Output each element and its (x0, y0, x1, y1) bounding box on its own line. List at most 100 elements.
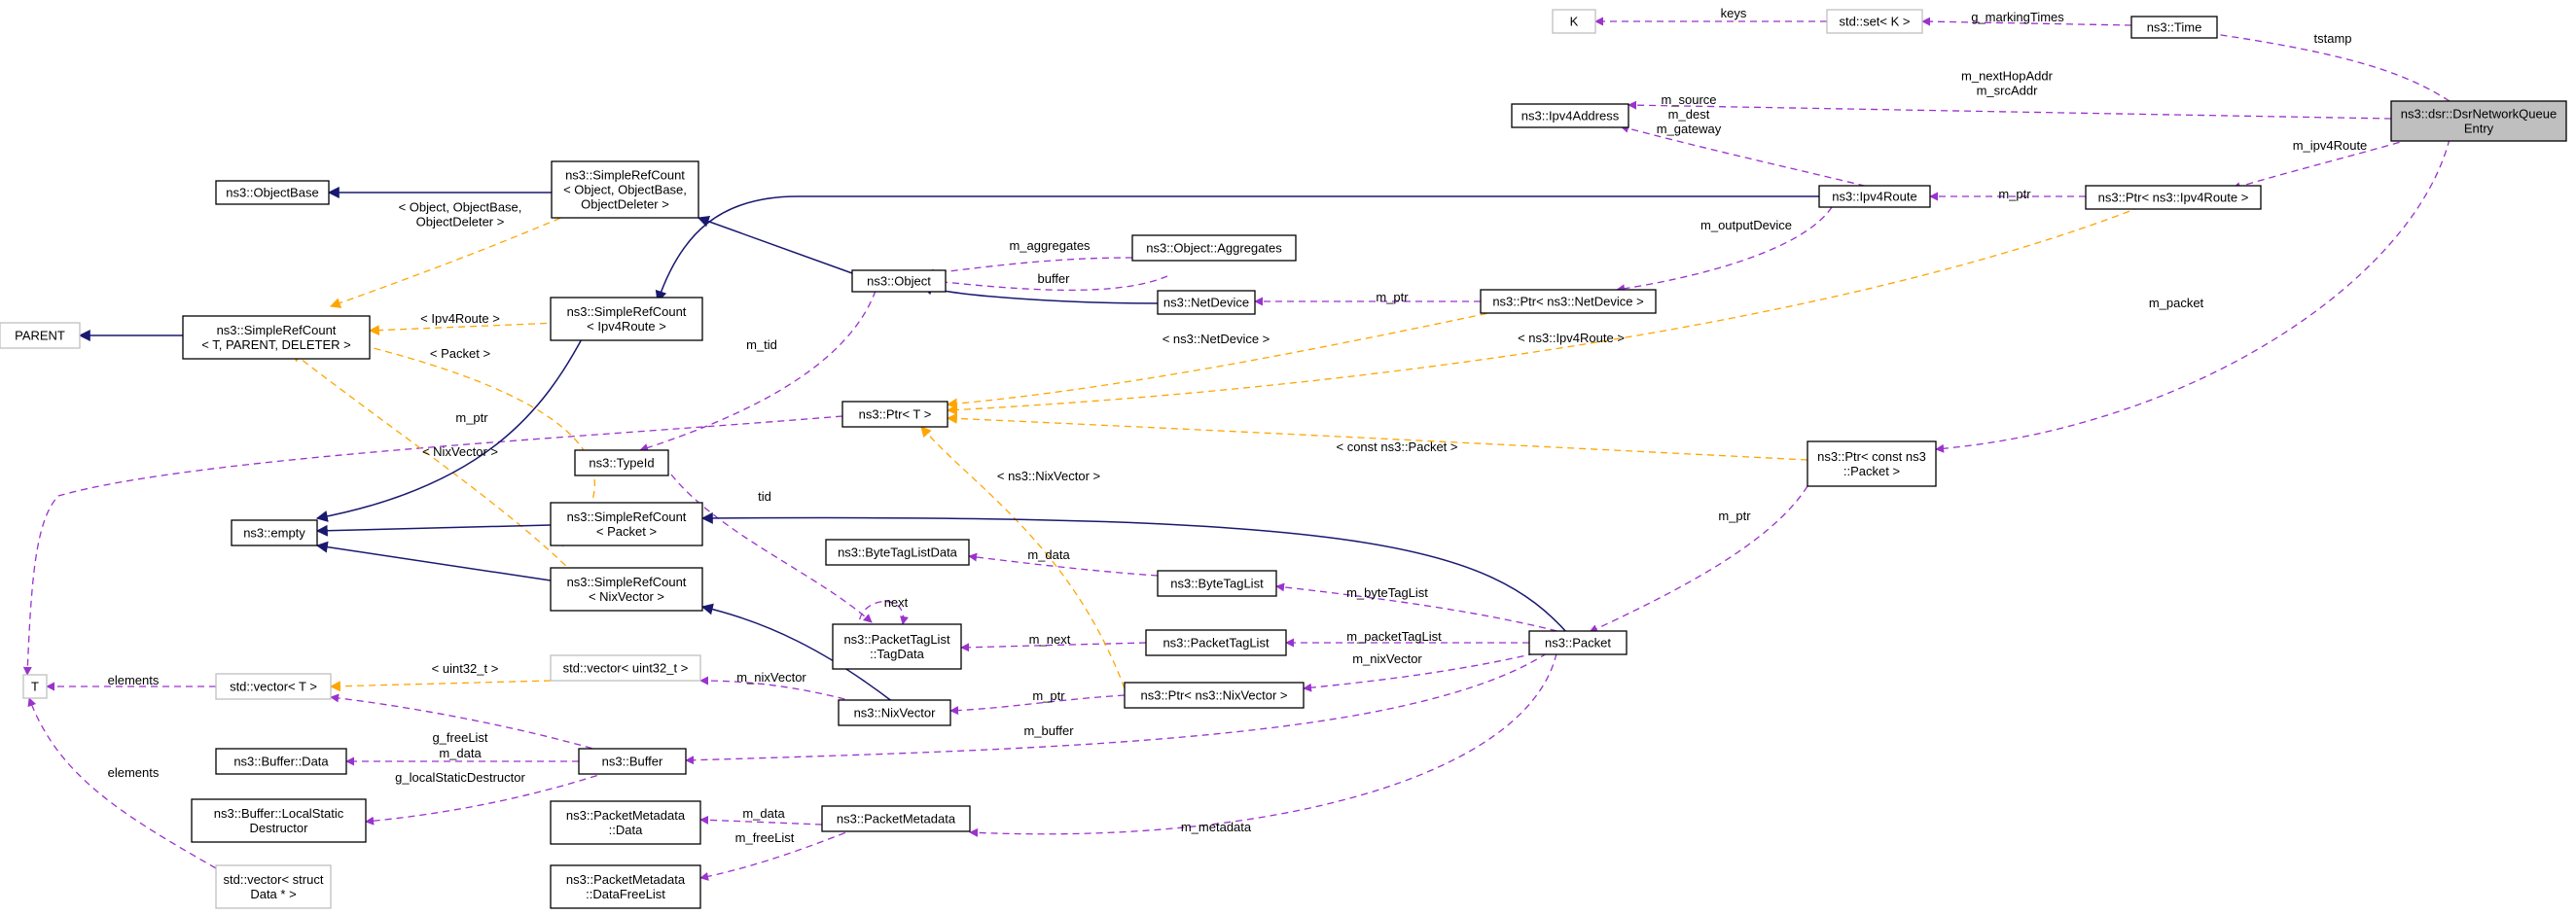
class-node-src-ipv4route[interactable]: ns3::SimpleRefCount< Ipv4Route > (550, 297, 703, 341)
class-node-src-nixvector[interactable]: ns3::SimpleRefCount< NixVector > (550, 567, 703, 612)
class-node-label-line-2: ::TagData (870, 647, 924, 661)
class-node-label: K (1570, 15, 1579, 29)
edge-label-m-data-btl: m_data (1027, 547, 1070, 562)
edge-label-m-packettaglist: m_packetTagList (1346, 629, 1442, 644)
class-node-ipv4route[interactable]: ns3::Ipv4Route (1818, 185, 1931, 208)
edge-label-m-nixvector-b: m_nixVector (1352, 651, 1422, 666)
class-node-box (821, 805, 971, 832)
class-node-box (1528, 630, 1628, 655)
class-node-box (215, 180, 330, 205)
class-node-label: ns3::empty (243, 526, 305, 541)
edge-label-keys: keys (1721, 6, 1747, 20)
class-node-buffer[interactable]: ns3::Buffer (578, 748, 687, 775)
edge-label-tstamp: tstamp (2313, 31, 2351, 46)
class-node-label-line-2: Data * > (250, 887, 296, 901)
class-node-bufferdata[interactable]: ns3::Buffer::Data (215, 748, 347, 775)
class-node-box (231, 519, 318, 546)
class-node-label-line-1: std::vector< struct (224, 872, 324, 887)
edge-label-tid: tid (758, 489, 771, 504)
edge-label-tpl-netdevice: < ns3::NetDevice > (1163, 332, 1270, 346)
class-node-ptrnixvector[interactable]: ns3::Ptr< ns3::NixVector > (1124, 682, 1305, 709)
class-node-src-packet[interactable]: ns3::SimpleRefCount< Packet > (550, 502, 703, 546)
class-node-k[interactable]: K (1552, 9, 1596, 34)
class-node-stdset[interactable]: std::set< K > (1826, 9, 1923, 34)
edge-label-m-packet: m_packet (2149, 296, 2204, 310)
class-node-box (574, 449, 669, 476)
class-node-box (22, 674, 48, 699)
class-node-label: ns3::PacketMetadata (837, 812, 956, 826)
class-node-aggregates[interactable]: ns3::Object::Aggregates (1131, 234, 1297, 262)
class-node-pmdata[interactable]: ns3::PacketMetadata::Data (550, 800, 701, 845)
edge-label-m-data-pm: m_data (742, 806, 785, 821)
class-node-label: ns3::Time (2147, 20, 2202, 35)
class-node-stdvector-t[interactable]: std::vector< T > (215, 673, 332, 700)
edge-tpl-packet (348, 338, 595, 547)
edge-buffer-to-bufferlsd (365, 771, 609, 826)
class-node-src-t[interactable]: ns3::SimpleRefCount< T, PARENT, DELETER … (182, 315, 371, 360)
class-node-tagdata[interactable]: ns3::PacketTagList::TagData (832, 623, 962, 670)
class-node-nixvector[interactable]: ns3::NixVector (838, 699, 951, 726)
class-node-time[interactable]: ns3::Time (2130, 16, 2218, 39)
class-node-label: ns3::Buffer (602, 755, 663, 769)
class-node-label: ns3::ByteTagListData (838, 545, 958, 560)
class-node-ipv4address[interactable]: ns3::Ipv4Address (1511, 103, 1629, 128)
class-node-pmfreelist[interactable]: ns3::PacketMetadata::DataFreeList (550, 864, 701, 909)
class-node-label-line-1: ns3::Ptr< const ns3 (1817, 449, 1926, 464)
class-node-packettaglist[interactable]: ns3::PacketTagList (1145, 629, 1287, 656)
class-node-typeid[interactable]: ns3::TypeId (574, 449, 669, 476)
class-node-label-line-2: < Packet > (596, 524, 657, 539)
class-node-label-line-1: ns3::SimpleRefCount (565, 168, 685, 183)
class-node-ptripv4route[interactable]: ns3::Ptr< ns3::Ipv4Route > (2085, 185, 2262, 210)
class-node-label-line-1: ns3::Buffer::LocalStatic (214, 806, 344, 821)
class-node-label-line-1: ns3::dsr::DsrNetworkQueue (2401, 107, 2557, 122)
edge-ipv4route-to-src-ipv4route (655, 195, 1819, 303)
edge-label-m-outputdevice: m_outputDevice (1700, 218, 1792, 232)
edge-nixvector-to-src-nixvector (700, 603, 894, 703)
edge-label-m-aggregates: m_aggregates (1009, 238, 1091, 253)
edge-label-tpl-object-line-1: < Object, ObjectBase, (399, 200, 522, 215)
class-node-src-obj[interactable]: ns3::SimpleRefCount< Object, ObjectBase,… (551, 160, 699, 219)
class-node-bytetaglistdata[interactable]: ns3::ByteTagListData (825, 539, 970, 566)
class-node-box (1131, 234, 1297, 262)
edge-ptrt-to-t (22, 415, 843, 676)
class-node-packetmetadata[interactable]: ns3::PacketMetadata (821, 805, 971, 832)
class-node-empty[interactable]: ns3::empty (231, 519, 318, 546)
class-node-ptrt[interactable]: ns3::Ptr< T > (841, 401, 948, 428)
class-node-box (1480, 289, 1657, 314)
class-node-objectbase[interactable]: ns3::ObjectBase (215, 180, 330, 205)
edge-tpl-ipv4route-left (368, 322, 559, 336)
class-node-stdvector-uint[interactable]: std::vector< uint32_t > (550, 654, 701, 682)
class-node-label: ns3::Packet (1545, 636, 1611, 650)
edge-dsr-to-ptripv4route (2232, 138, 2412, 191)
class-node-ptrnetdevice[interactable]: ns3::Ptr< ns3::NetDevice > (1480, 289, 1657, 314)
class-node-label-line-2: ::Packet > (1843, 464, 1900, 478)
class-node-packet[interactable]: ns3::Packet (1528, 630, 1628, 655)
class-node-parent[interactable]: PARENT (0, 322, 81, 349)
edge-src-nixvector-to-empty (315, 541, 552, 581)
edge-label-m-source-line-1: m_source (1661, 92, 1716, 107)
edge-label-m-bytetaglist: m_byteTagList (1346, 585, 1428, 600)
edge-object-to-src-obj (697, 216, 853, 274)
class-node-ptrpacket[interactable]: ns3::Ptr< const ns3::Packet > (1807, 440, 1937, 487)
class-node-label: ns3::Ptr< ns3::NixVector > (1140, 688, 1287, 703)
edge-label-tpl-object-line-2: ObjectDeleter > (416, 215, 505, 229)
edge-object-to-aggregates (925, 275, 1168, 292)
edge-label-tpl-const-packet: < const ns3::Packet > (1336, 439, 1457, 454)
class-node-box (215, 864, 332, 909)
class-node-bytetaglist[interactable]: ns3::ByteTagList (1157, 570, 1277, 597)
class-node-netdevice[interactable]: ns3::NetDevice (1157, 290, 1256, 315)
edge-nixvector-to-stdvector-uint (699, 676, 857, 703)
class-node-box (550, 654, 701, 682)
class-node-t[interactable]: T (22, 674, 48, 699)
class-node-object[interactable]: ns3::Object (851, 269, 947, 293)
edge-label-tpl-packet: < Packet > (430, 346, 490, 361)
edge-tpl-uint32 (329, 680, 552, 692)
edge-label-m-nexthopaddr-line-2: m_srcAddr (1977, 84, 2039, 98)
class-node-label-line-2: < Ipv4Route > (587, 319, 666, 334)
class-node-box (1124, 682, 1305, 709)
